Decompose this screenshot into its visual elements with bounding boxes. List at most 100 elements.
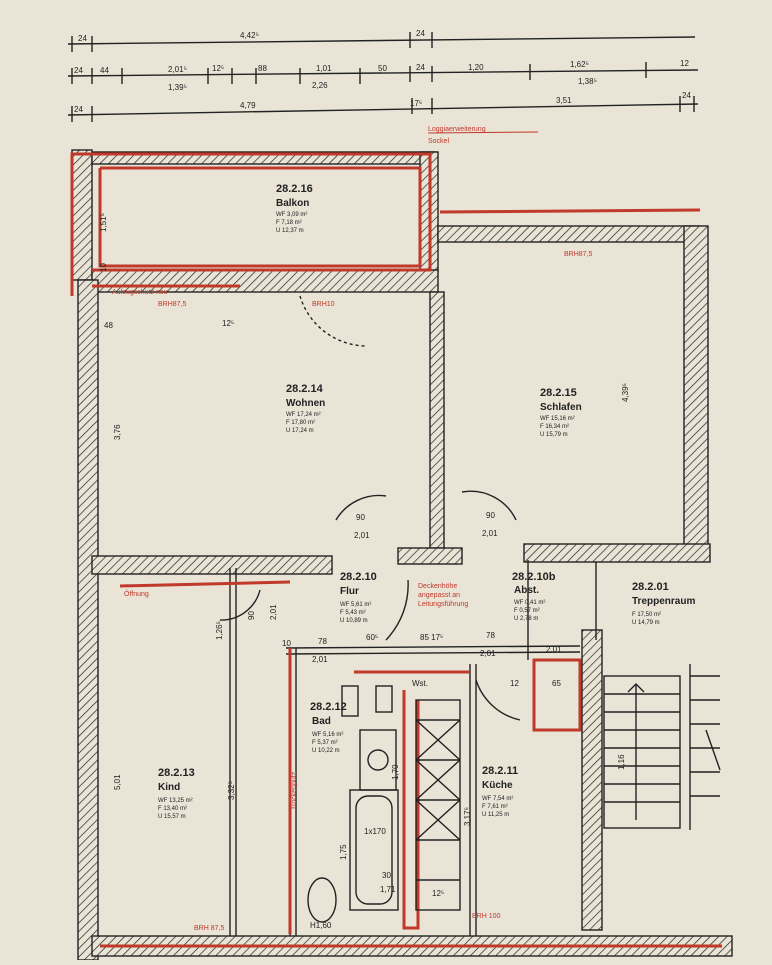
room-area-u: U 11,25 m	[482, 812, 509, 818]
room-area-f: F 7,61 m²	[482, 804, 508, 810]
dim-201d: 2,01	[312, 655, 328, 664]
dim-78a: 78	[318, 637, 327, 646]
dim-90c: 90	[247, 611, 256, 620]
dim-stair: 1,16	[617, 754, 626, 770]
room-id: 28.2.12	[310, 701, 347, 713]
dim-90a: 90	[356, 513, 365, 522]
dim-top-2a: 24	[74, 66, 83, 75]
room-id: 28.2.16	[276, 183, 313, 195]
dim-top-2sub-c: 1,38⁵	[578, 77, 597, 86]
room-name: Balkon	[276, 198, 309, 209]
dim-top-3b: 4,79	[240, 101, 256, 110]
room-id: 28.2.01	[632, 581, 669, 593]
note-brh-door: BRH10	[312, 301, 335, 308]
room-balkon: 28.2.16 Balkon WF 3,09 m² F 7,18 m² U 12…	[276, 183, 313, 234]
room-wohnen: 28.2.14 Wohnen WF 17,24 m² F 17,80 m² U …	[286, 383, 325, 434]
dim-kind-h2: 3,32⁵	[227, 781, 236, 800]
dim-201a: 2,01	[354, 531, 370, 540]
note-sockel: Sockel	[428, 138, 449, 145]
inner-dimensions: 1,51⁵ 10 3,76 48 12⁵ 4,39⁵ 90 2,01 90 2,…	[99, 213, 630, 930]
dim-201b: 2,01	[482, 529, 498, 538]
room-treppenraum: 28.2.01 Treppenraum F 17,50 m² U 14,79 m	[632, 581, 695, 626]
room-flur: 28.2.10 Flur WF 5,61 m² F 5,43 m² U 10,8…	[340, 571, 377, 624]
dimension-chains-top: 24 4,42⁵ 24 24 44 2,01⁵ 12⁵ 88 1,01 50 2…	[67, 29, 699, 122]
dim-top-3c: 17⁵	[410, 99, 422, 108]
room-area-wf: WF 5,61 m²	[340, 602, 371, 608]
note-brh-balkon: BRH87,5	[158, 301, 187, 308]
room-area-u: U 2,78 m	[514, 616, 538, 622]
room-area-wf: WF 17,24 m²	[286, 412, 321, 418]
dim-201f: 2,01	[546, 645, 562, 654]
room-area-f: F 17,80 m²	[286, 420, 315, 426]
room-name: Küche	[482, 780, 513, 791]
dim-top-2i: 1,20	[468, 63, 484, 72]
dim-top-3a: 24	[74, 105, 83, 114]
room-area-f: F 0,57 m²	[514, 608, 540, 614]
note-deckenhoehe-1: Deckenhöhe	[418, 583, 457, 590]
dim-8517: 85 17⁵	[420, 633, 443, 642]
room-id: 28.2.10	[340, 571, 377, 583]
dim-12: 12	[510, 679, 519, 688]
dim-top-2sub-a: 1,39⁵	[168, 83, 187, 92]
dim-top-2d: 12⁵	[212, 64, 224, 73]
note-aufzugschutz: Aufzugschutz neu	[112, 289, 168, 296]
note-deckenhoehe-3: Leitungsführung	[418, 601, 468, 608]
room-abstellraum: 28.2.10b Abst. WF 0,41 m² F 0,57 m² U 2,…	[512, 571, 556, 622]
room-name: Flur	[340, 586, 359, 597]
room-area-f: F 7,18 m²	[276, 220, 302, 226]
dim-wohnen-h: 3,76	[113, 424, 122, 440]
room-name: Kind	[158, 782, 180, 793]
room-bad: 28.2.12 Bad WF 5,16 m² F 5,37 m² U 10,22…	[310, 701, 347, 754]
dim-h160: H1,60	[310, 921, 332, 930]
room-name: Wohnen	[286, 398, 325, 409]
room-name: Abst.	[514, 585, 539, 596]
dim-top-1c: 24	[416, 29, 425, 38]
dim-605: 60⁵	[366, 633, 378, 642]
room-area-u: U 15,79 m	[540, 432, 568, 438]
dim-kueche-h: 3,17⁵	[463, 807, 472, 826]
dim-171: 1,71	[380, 885, 396, 894]
dim-top-2b: 44	[100, 66, 109, 75]
dim-balkon-w: 10	[99, 263, 108, 272]
dim-top-2c: 2,01⁵	[168, 65, 187, 74]
dim-bad-h: 1,70	[391, 764, 400, 780]
room-area-wf: WF 15,16 m²	[540, 416, 575, 422]
dim-10: 10	[282, 639, 291, 648]
doors	[219, 295, 521, 721]
dim-top-2k: 12	[680, 59, 689, 68]
room-area-wf: WF 7,54 m²	[482, 796, 513, 802]
room-area-u: U 17,24 m	[286, 428, 314, 434]
room-name: Bad	[312, 716, 331, 727]
room-id: 28.2.14	[286, 383, 324, 395]
dim-90b: 90	[486, 511, 495, 520]
room-id: 28.2.11	[482, 765, 518, 777]
dim-top-2h: 24	[416, 63, 425, 72]
note-trockenputz: Trockenputz	[291, 771, 298, 810]
kitchen-counter	[415, 699, 461, 911]
room-id: 28.2.15	[540, 387, 577, 399]
dim-balkon-h: 1,51⁵	[99, 213, 108, 232]
room-name: Schlafen	[540, 402, 582, 413]
label-wst: Wst.	[412, 679, 428, 688]
room-area-wf: WF 13,25 m²	[158, 798, 193, 804]
dim-30: 30	[382, 871, 391, 880]
room-area-wf: WF 3,09 m²	[276, 212, 307, 218]
dim-top-1b: 4,42⁵	[240, 31, 259, 40]
note-brh-schlafen: BRH87,5	[564, 251, 593, 258]
new-construction-lines	[70, 152, 722, 948]
dim-78b: 78	[486, 631, 495, 640]
dim-bath: 1x170	[364, 827, 386, 836]
room-area-f: F 16,34 m²	[540, 424, 569, 430]
dim-wall-48: 48	[104, 321, 113, 330]
room-kueche: 28.2.11 Küche WF 7,54 m² F 7,61 m² U 11,…	[482, 765, 518, 818]
room-area-f: F 5,43 m²	[340, 610, 366, 616]
note-brh-kind: BRH 87,5	[194, 925, 224, 932]
dim-top-3e: 24	[682, 91, 691, 100]
room-id: 28.2.13	[158, 767, 195, 779]
room-area-wf: WF 5,16 m²	[312, 732, 343, 738]
room-area-f: F 5,37 m²	[312, 740, 338, 746]
dim-top-2f: 1,01	[316, 64, 332, 73]
dim-schlafen-h: 4,39⁵	[621, 383, 630, 402]
dim-201c: 2,01	[269, 604, 278, 620]
